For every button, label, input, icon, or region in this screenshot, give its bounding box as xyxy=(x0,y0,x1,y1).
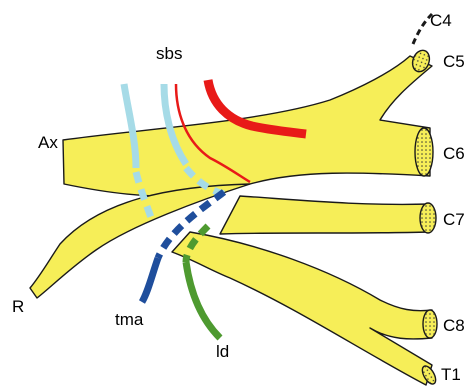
label-c5: C5 xyxy=(443,52,465,71)
middle-trunk xyxy=(220,196,430,234)
label-sbs: sbs xyxy=(156,44,182,63)
label-c8: C8 xyxy=(443,316,465,335)
label-c7: C7 xyxy=(443,210,465,229)
label-ld: ld xyxy=(216,342,229,361)
label-r: R xyxy=(12,297,24,316)
label-c6: C6 xyxy=(443,144,465,163)
c6-end-dots xyxy=(415,128,433,176)
c8-end-dots xyxy=(423,310,437,338)
lower-trunk xyxy=(172,232,432,385)
tma-dark-solid xyxy=(142,258,158,302)
nerve-trunks xyxy=(30,14,432,385)
ld-solid xyxy=(186,262,220,338)
label-tma: tma xyxy=(115,310,144,329)
label-c4: C4 xyxy=(430,11,452,30)
label-t1: T1 xyxy=(441,365,461,384)
label-ax: Ax xyxy=(38,133,58,152)
c7-end-dots xyxy=(420,203,436,233)
